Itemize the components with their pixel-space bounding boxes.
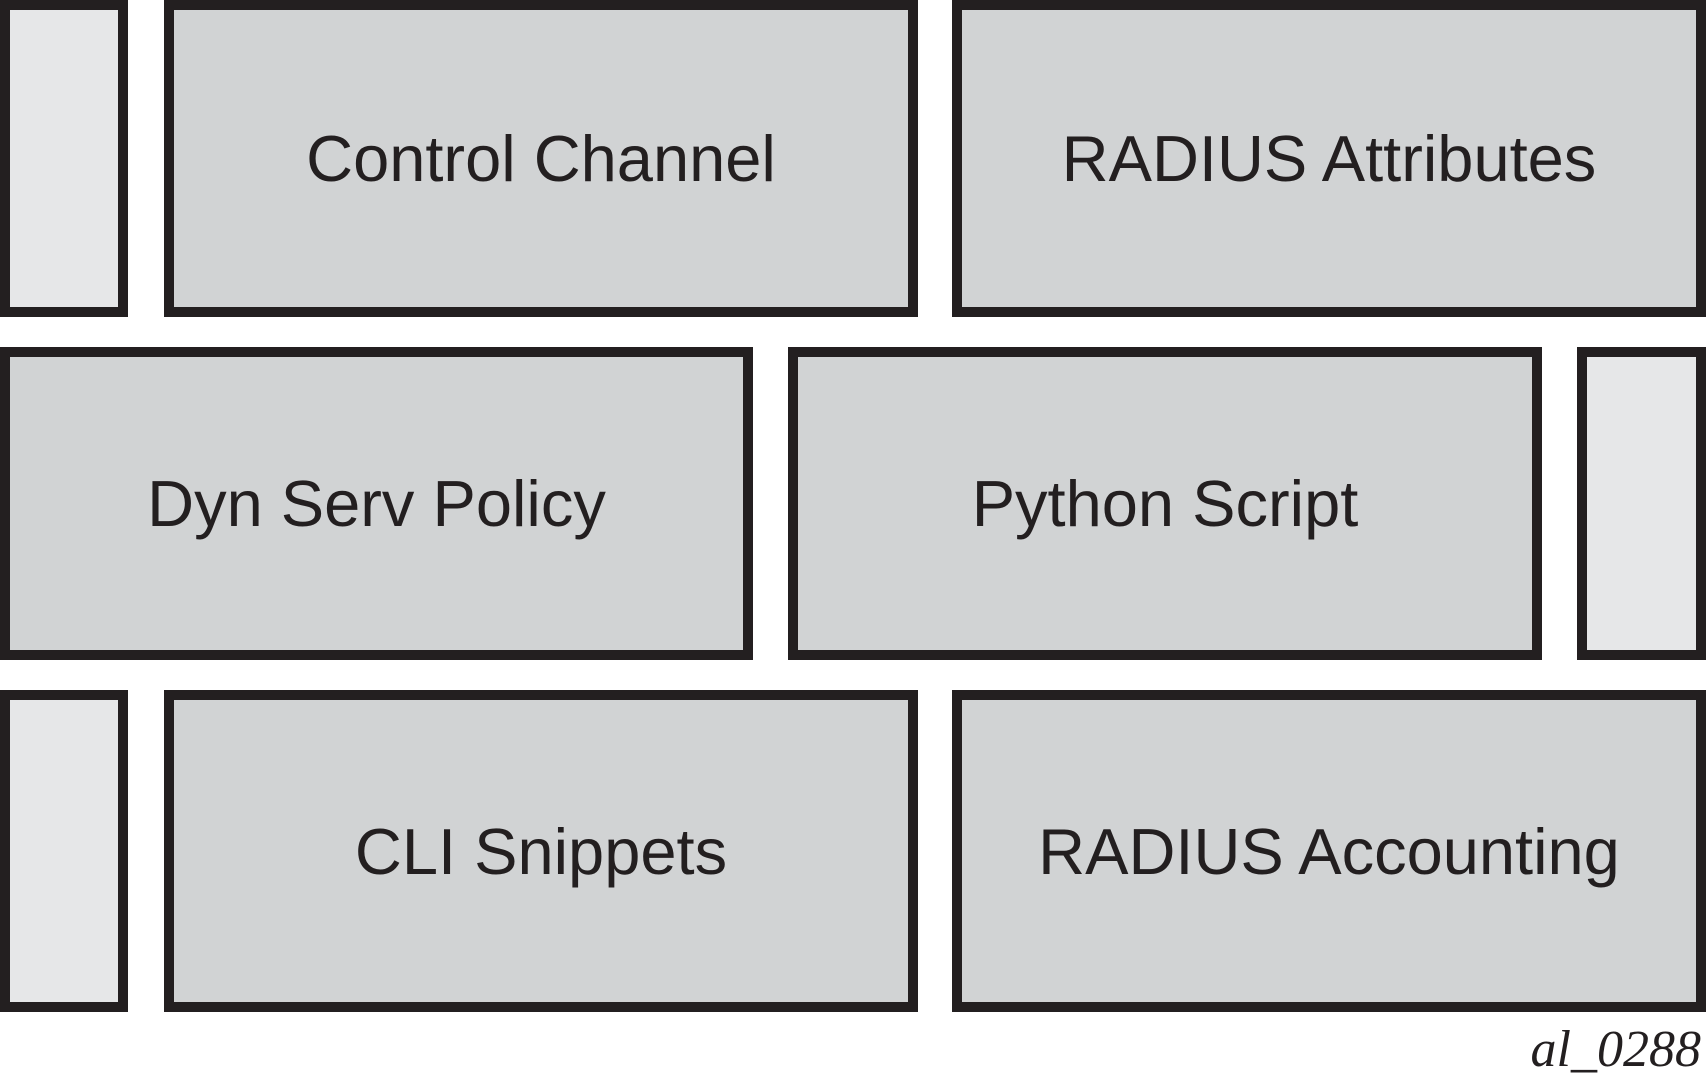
box-dyn-serv-policy: Dyn Serv Policy (0, 347, 753, 660)
box-python-script-label: Python Script (971, 467, 1359, 540)
partial-box-row2-right (1577, 347, 1706, 660)
box-radius-accounting: RADIUS Accounting (952, 690, 1706, 1012)
box-control-channel: Control Channel (164, 0, 918, 317)
box-radius-attributes: RADIUS Attributes (952, 0, 1706, 317)
box-cli-snippets: CLI Snippets (164, 690, 918, 1012)
box-control-channel-label: Control Channel (306, 122, 776, 195)
box-radius-attributes-label: RADIUS Attributes (1061, 122, 1597, 195)
figure-id-caption: al_0288 (1530, 1021, 1701, 1078)
partial-box-row1-left (0, 0, 128, 317)
box-python-script: Python Script (788, 347, 1542, 660)
partial-box-row3-left (0, 690, 128, 1012)
box-dyn-serv-policy-label: Dyn Serv Policy (147, 467, 606, 540)
box-radius-accounting-label: RADIUS Accounting (1038, 814, 1620, 888)
box-cli-snippets-label: CLI Snippets (354, 814, 728, 888)
